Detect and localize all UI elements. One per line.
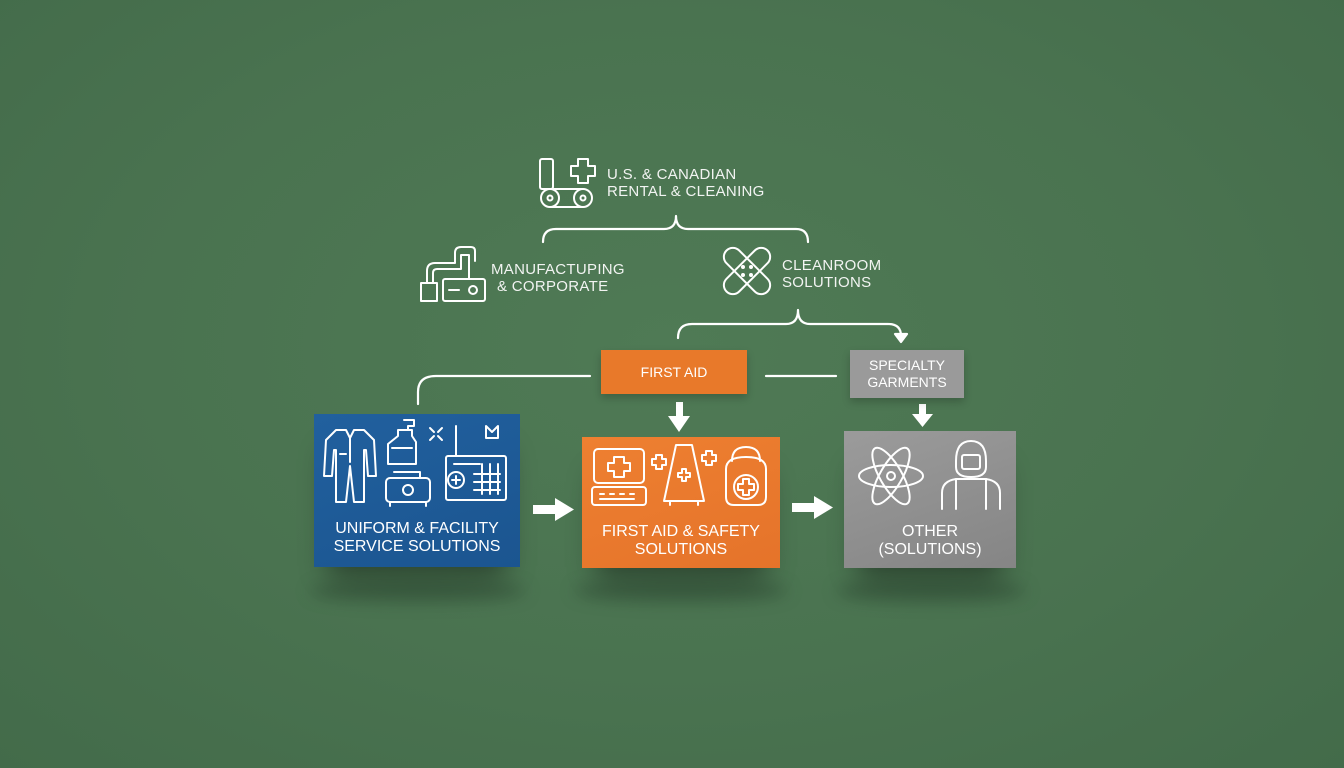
first-aid-card-title: FIRST AID & SAFETY SOLUTIONS — [602, 523, 760, 558]
coverall-icon — [323, 429, 377, 503]
safety-bag-icon — [725, 446, 767, 506]
other-solutions-card: OTHER (SOLUTIONS) — [844, 431, 1016, 568]
rental-cleaning-icon — [539, 158, 596, 208]
wet-floor-sign-icon — [663, 444, 705, 506]
rental-line1: U.S. & CANADIAN — [607, 166, 737, 183]
cleanroom-line2: SOLUTIONS — [782, 274, 872, 291]
hazmat-suit-icon — [941, 440, 1001, 510]
first-aid-safety-card: FIRST AID & SAFETY SOLUTIONS — [582, 437, 780, 568]
cleanroom-line1: CLEANROOM — [782, 257, 882, 274]
first-aid-kit-icon — [591, 448, 647, 506]
spray-bottle-icon — [387, 419, 417, 465]
sparkle-icon — [429, 427, 443, 441]
card-shadow — [574, 580, 788, 602]
first-aid-tag: FIRST AID — [601, 350, 747, 394]
plus-sign-icon — [701, 450, 717, 466]
plus-sign-icon — [651, 454, 667, 470]
bandage-icon — [722, 246, 772, 296]
atom-icon — [858, 446, 924, 506]
floor-machine-icon — [385, 471, 431, 507]
card-shadow — [310, 580, 526, 602]
manufacturing-line2: & CORPORATE — [497, 278, 609, 295]
manufacturing-line1: MANUFACTUPING — [491, 261, 625, 278]
dispenser-unit-icon — [445, 425, 507, 501]
uniform-facility-card: UNIFORM & FACILITY SERVICE SOLUTIONS — [314, 414, 520, 567]
uniform-card-title: UNIFORM & FACILITY SERVICE SOLUTIONS — [333, 520, 501, 555]
card-shadow — [836, 580, 1026, 602]
pipe-machine-icon — [420, 246, 486, 302]
specialty-garments-tag: SPECIALTY GARMENTS — [850, 350, 964, 398]
other-card-title: OTHER (SOLUTIONS) — [878, 523, 982, 558]
rental-line2: RENTAL & CLEANING — [607, 183, 765, 200]
